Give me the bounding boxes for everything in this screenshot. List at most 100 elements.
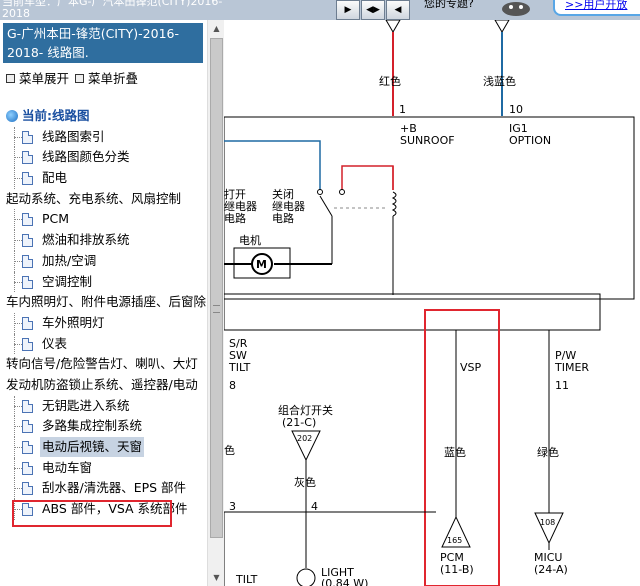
label-light: LIGHT <box>321 566 354 579</box>
tree-item[interactable]: PCM <box>0 209 207 231</box>
tree-item[interactable]: 车外照明灯 <box>0 312 207 334</box>
connector-right-icon <box>494 20 510 33</box>
tree-connector <box>14 219 22 221</box>
tree-connector <box>14 509 22 511</box>
mascot-icon <box>502 2 530 16</box>
tree-item-label: 车内照明灯、附件电源插座、后窗除 <box>6 294 207 310</box>
label-micu-code: (24-A) <box>534 563 568 576</box>
vsp-highlight-box <box>424 309 500 586</box>
tree-category[interactable]: 车内照明灯、附件电源插座、后窗除 <box>0 292 207 313</box>
label-wire-lightblue: 浅蓝色 <box>483 74 516 88</box>
tree-item[interactable]: ABS 部件，VSA 系统部件 <box>0 499 207 520</box>
scroll-down-icon[interactable]: ▼ <box>208 569 225 586</box>
current-node[interactable]: 当前:线路图 <box>0 106 207 127</box>
tree-item-label: 燃油和排放系统 <box>42 232 130 248</box>
scroll-thumb[interactable] <box>210 38 223 538</box>
label-pcm: PCM <box>440 551 464 564</box>
ask-prompt: 您的专题? <box>424 0 474 10</box>
car-model-line1: 当前车型：广本G-广汽本田锋范(CITY)2016- <box>2 0 223 8</box>
tree-connector <box>14 426 22 428</box>
nav-button-group: ▶ ◀▶ ◀ <box>336 0 411 20</box>
document-icon <box>22 151 33 165</box>
contact-close-icon <box>339 189 345 195</box>
tree-item[interactable]: 燃油和排放系统 <box>0 230 207 251</box>
tree-connector <box>14 343 22 345</box>
tree-item-label: 车外照明灯 <box>42 314 105 330</box>
sidebar: G-广州本田-锋范(CITY)-2016- 2018- 线路图. 菜单展开 菜单… <box>0 20 207 586</box>
diagram-svg: 红色 浅蓝色 1 10 +B SUNROOF IG1 OPTION 打开 继电器… <box>224 20 635 586</box>
label-combo-code: (21-C) <box>282 416 316 429</box>
label-close-relay-1: 关闭 <box>272 187 294 201</box>
tree-item-label: 加热/空调 <box>42 252 97 268</box>
scroll-up-icon[interactable]: ▲ <box>208 20 225 37</box>
expand-button[interactable]: ◀▶ <box>361 0 385 20</box>
tree-connector <box>14 136 22 138</box>
user-link[interactable]: >>用户开放 <box>553 0 640 16</box>
tree-connector <box>14 447 22 448</box>
label-ig1: IG1 <box>509 122 528 135</box>
connector-box <box>224 293 601 331</box>
tree-item[interactable]: 多路集成控制系统 <box>0 416 207 437</box>
tree-category[interactable]: 起动系统、充电系统、风扇控制 <box>0 189 207 210</box>
label-tilt-sig: TILT <box>228 361 251 374</box>
label-node165: 165 <box>447 536 462 545</box>
tree-item[interactable]: 线路图索引 <box>0 126 207 148</box>
prev-button[interactable]: ◀ <box>386 0 410 20</box>
document-icon <box>22 441 33 454</box>
motor-symbol: M <box>256 258 267 271</box>
label-node108: 108 <box>540 518 555 527</box>
tree-item[interactable]: 刮水器/清洗器、EPS 部件 <box>0 478 207 500</box>
tree-item[interactable]: 空调控制 <box>0 271 207 293</box>
label-close-relay-3: 电路 <box>272 212 294 225</box>
current-car-model: 当前车型：广本G-广汽本田锋范(CITY)2016- 2018 <box>2 0 332 20</box>
tree-item[interactable]: 线路图颜色分类 <box>0 147 207 169</box>
tree-connector <box>14 322 22 324</box>
label-tilt: TILT <box>235 573 258 586</box>
tree-category[interactable]: 转向信号/危险警告灯、喇叭、大灯 <box>0 354 207 375</box>
next-button[interactable]: ▶ <box>336 0 360 20</box>
grip-icon <box>213 305 220 313</box>
document-icon <box>22 213 33 227</box>
label-vsp: VSP <box>460 361 482 374</box>
module-outline <box>224 116 635 300</box>
document-icon <box>22 275 33 289</box>
tree-item[interactable]: 加热/空调 <box>0 250 207 272</box>
document-icon <box>22 172 33 186</box>
document-icon <box>22 482 33 496</box>
wire-red-internal <box>341 165 394 190</box>
label-wire-green: 绿色 <box>537 445 559 459</box>
tree-item-label: 线路图索引 <box>42 128 105 144</box>
tree-item[interactable]: 仪表 <box>0 333 207 355</box>
label-pw: P/W <box>555 349 576 362</box>
menu-expand[interactable]: 菜单展开 <box>6 68 69 87</box>
label-sw: SW <box>229 349 247 362</box>
tree-connector <box>14 178 22 180</box>
label-pin11: 11 <box>555 379 569 392</box>
tree-category[interactable]: 发动机防盗锁止系统、遥控器/电动 <box>0 375 207 396</box>
sidebar-scrollbar[interactable]: ▲ ▼ <box>207 20 225 586</box>
label-pin3: 3 <box>229 500 236 513</box>
tree-item-label: 转向信号/危险警告灯、喇叭、大灯 <box>6 356 198 372</box>
contact-open-icon <box>317 189 323 195</box>
tree-item-label: 电动后视镜、天窗 <box>40 437 145 457</box>
label-open-relay-3: 电路 <box>224 212 246 225</box>
tree-item[interactable]: 电动车窗 <box>0 457 207 479</box>
tree-item[interactable]: 配电 <box>0 168 207 189</box>
tree-item[interactable]: 无钥匙进入系统 <box>0 395 207 417</box>
label-wire-gray: 灰色 <box>294 475 316 489</box>
label-pcm-code: (11-B) <box>440 563 474 576</box>
label-pin10: 10 <box>509 103 523 116</box>
pcm-connector-icon <box>441 515 471 548</box>
top-banner: 当前车型：广本G-广汽本田锋范(CITY)2016- 2018 ▶ ◀▶ ◀ 您… <box>0 0 640 20</box>
car-model-line2: 2018 <box>2 7 30 20</box>
model-title-box: G-广州本田-锋范(CITY)-2016- 2018- 线路图. <box>3 23 203 63</box>
document-icon <box>22 234 33 248</box>
label-micu: MICU <box>534 551 562 564</box>
label-combo-switch: 组合灯开关 <box>278 403 333 417</box>
tree-connector <box>14 240 22 242</box>
tree-item[interactable]: 电动后视镜、天窗 <box>0 437 207 458</box>
tree-item-label: 线路图颜色分类 <box>42 149 130 165</box>
menu-collapse[interactable]: 菜单折叠 <box>75 68 138 87</box>
model-title-line1: G-广州本田-锋范(CITY)-2016- <box>7 26 179 41</box>
